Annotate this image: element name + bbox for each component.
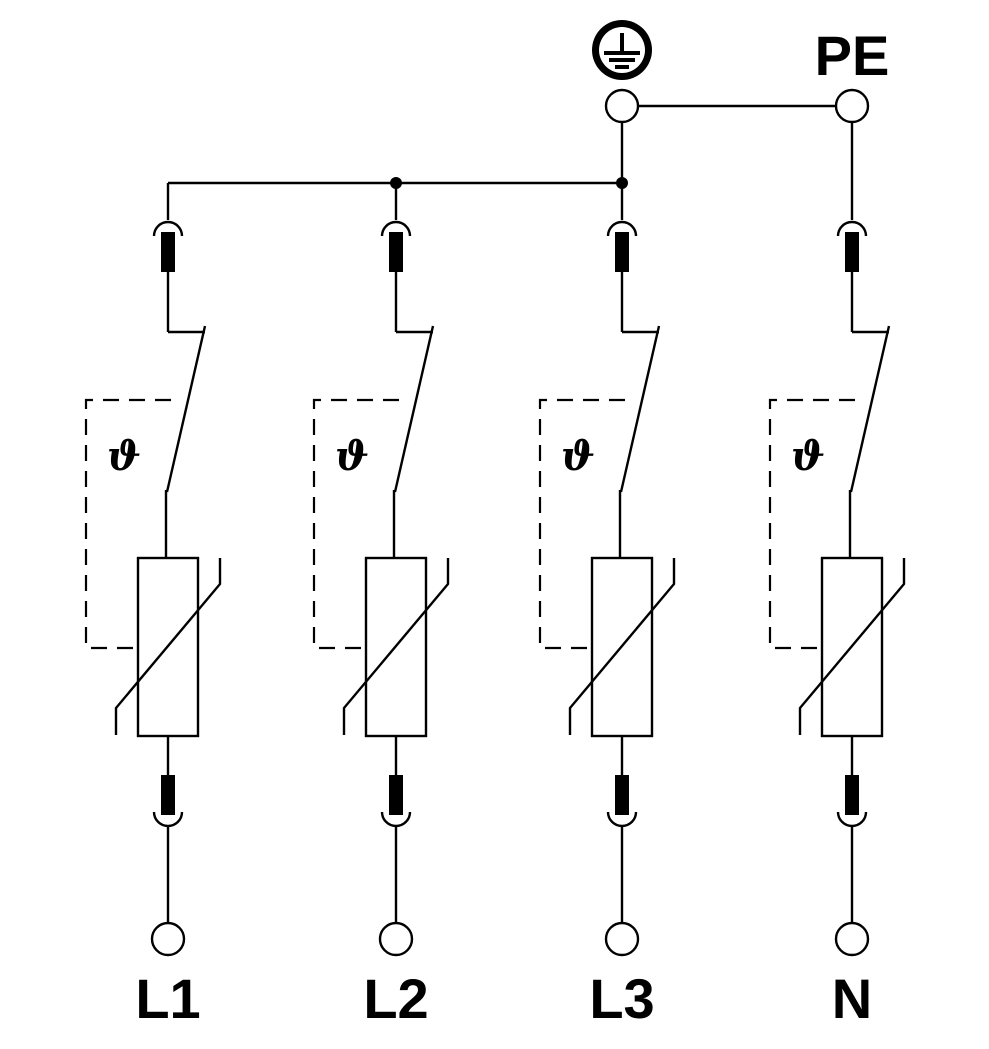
earth-bus xyxy=(168,88,870,218)
fuse-bottom xyxy=(615,775,629,815)
thermal-link xyxy=(538,398,625,650)
fuse-holder-top xyxy=(152,220,184,237)
terminal-label-l3: L3 xyxy=(589,967,654,1030)
earth-terminal xyxy=(604,88,640,124)
pe-label: PE xyxy=(815,24,890,87)
thermal-symbol: ϑ xyxy=(107,433,141,480)
fuse-bottom xyxy=(161,775,175,815)
fuse-top xyxy=(389,232,403,272)
thermal-link xyxy=(768,398,855,650)
fuse-top xyxy=(615,232,629,272)
fuse-top xyxy=(161,232,175,272)
terminal-n xyxy=(834,921,870,957)
varistor-characteristic xyxy=(568,558,676,735)
switch-contact xyxy=(393,325,435,493)
switch-contact xyxy=(849,325,891,493)
fuse-holder-top xyxy=(380,220,412,237)
varistor-characteristic xyxy=(342,558,450,735)
terminal-label-l2: L2 xyxy=(363,967,428,1030)
fuse-holder-bottom xyxy=(380,811,412,828)
terminal-l2 xyxy=(378,921,414,957)
branch-l2: ϑL2 xyxy=(312,183,450,1030)
thermal-symbol: ϑ xyxy=(561,433,595,480)
branch-n: ϑN xyxy=(768,218,906,1030)
switch-contact xyxy=(619,325,661,493)
branch-l3: ϑL3 xyxy=(538,183,676,1030)
thermal-symbol: ϑ xyxy=(335,433,369,480)
fuse-bottom xyxy=(389,775,403,815)
thermal-link xyxy=(312,398,399,650)
branch-l1: ϑL1 xyxy=(84,183,222,1030)
fuse-bottom xyxy=(845,775,859,815)
fuse-holder-bottom xyxy=(836,811,868,828)
fuse-holder-bottom xyxy=(152,811,184,828)
terminal-label-n: N xyxy=(832,967,872,1030)
fuse-holder-top xyxy=(606,220,638,237)
varistor-characteristic xyxy=(798,558,906,735)
switch-contact xyxy=(165,325,207,493)
pe-terminal xyxy=(834,88,870,124)
varistor-characteristic xyxy=(114,558,222,735)
terminal-label-l1: L1 xyxy=(135,967,200,1030)
fuse-holder-top xyxy=(836,220,868,237)
thermal-link xyxy=(84,398,171,650)
terminal-l1 xyxy=(150,921,186,957)
thermal-symbol: ϑ xyxy=(791,433,825,480)
fuse-top xyxy=(845,232,859,272)
fuse-holder-bottom xyxy=(606,811,638,828)
terminal-l3 xyxy=(604,921,640,957)
protective-earth-icon xyxy=(592,20,652,80)
